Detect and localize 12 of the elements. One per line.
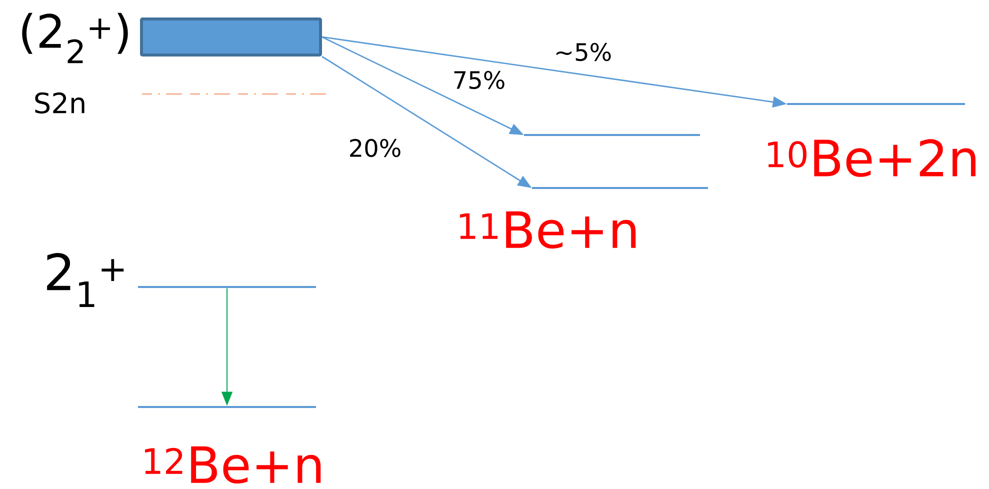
energy-level-line xyxy=(138,286,316,288)
level-box xyxy=(140,18,322,56)
level-label: 2$_{1}$+ xyxy=(47,252,124,308)
energy-level-line xyxy=(138,406,316,408)
separation-energy-label: S2n xyxy=(35,92,84,114)
level-label: (2$_{2}$$^{+}$) xyxy=(22,12,128,64)
edge-label: 20% xyxy=(347,138,403,158)
product-label: $^{11}$Be+n xyxy=(460,211,636,249)
edge-label: ~5% xyxy=(552,42,614,62)
edge-label: 75% xyxy=(451,70,507,90)
product-label: $^{12}$Be+n xyxy=(145,446,321,484)
product-label: $^{10}$Be+2n xyxy=(768,139,976,177)
